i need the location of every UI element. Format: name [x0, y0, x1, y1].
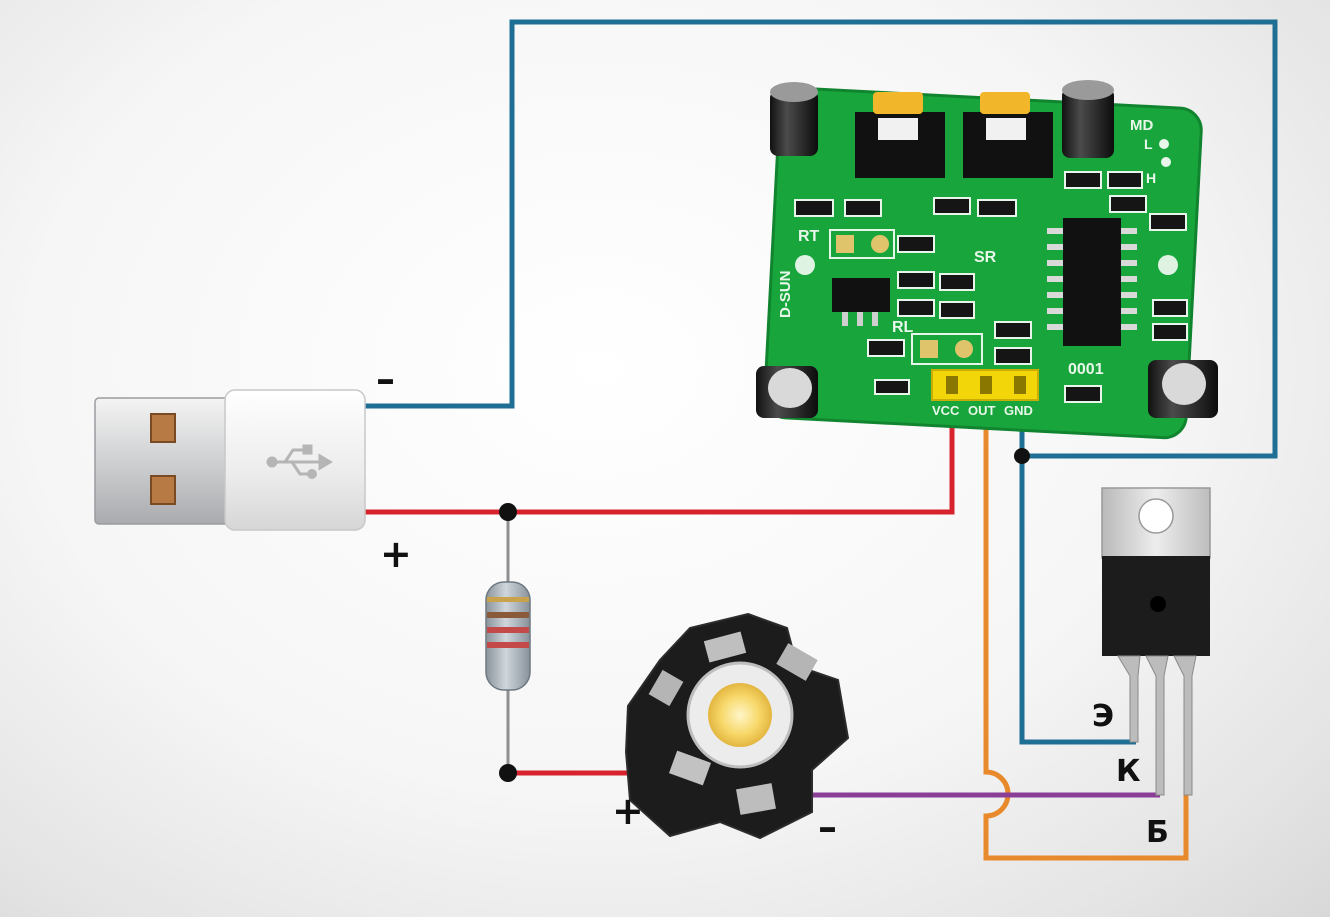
jumper-rl: [911, 333, 983, 365]
transistor-leg-collector: [1145, 655, 1169, 796]
mount-hole: [795, 255, 815, 275]
collector-label: К: [1116, 754, 1141, 789]
led-pad: [703, 631, 747, 663]
wire-out-to-base: [983, 395, 1189, 861]
silk-vcc: VCC: [932, 403, 960, 418]
transistor-leg-base: [1173, 655, 1197, 796]
ic-chip: [1047, 218, 1137, 346]
resistor: [485, 581, 531, 691]
resistor-band: [487, 597, 529, 602]
led-emitter: [708, 683, 772, 747]
md-pad: [1159, 139, 1169, 149]
silk-l: L: [1144, 136, 1153, 152]
silk-h: H: [1146, 170, 1157, 186]
usb-plug: [94, 389, 366, 531]
led-pad: [776, 643, 818, 681]
led-plus-label: +: [612, 789, 644, 833]
transistor-tab-hole: [1138, 498, 1174, 534]
voltage-regulator: [832, 278, 890, 326]
wire-gnd-to-emitter: [1019, 395, 1136, 745]
led-pad: [648, 669, 684, 707]
capacitor: [770, 82, 818, 156]
wires: [362, 19, 1278, 861]
silk-out: OUT: [968, 403, 996, 418]
usb-plus-label: +: [380, 532, 412, 576]
led-minus-label: –: [818, 805, 837, 849]
transistor-dot: [1150, 596, 1166, 612]
wire-usb-ground: [362, 19, 1278, 459]
transistor-leg-emitter: [1117, 655, 1141, 743]
resistor-band: [487, 642, 529, 648]
usb-plastic-body: [224, 389, 366, 531]
junction-dot-power: [499, 503, 517, 521]
pir-sensor-board: [756, 80, 1218, 440]
emitter-label: Э: [1092, 699, 1115, 734]
capacitor: [756, 366, 818, 418]
md-pad: [1161, 157, 1171, 167]
resistor-band: [487, 627, 529, 633]
led-pad: [736, 783, 776, 815]
pin-header: [931, 369, 1039, 401]
junction-dot-ground: [1014, 448, 1030, 464]
usb-contact-bottom: [150, 475, 176, 505]
silk-rt: RT: [798, 228, 820, 245]
silk-d-sun: D-SUN: [777, 270, 794, 319]
silk-md: MD: [1130, 117, 1154, 134]
smd-components: [794, 171, 1188, 403]
silk-sr: SR: [974, 249, 997, 266]
mount-hole: [1158, 255, 1178, 275]
transistor: [1101, 487, 1211, 796]
base-label: Б: [1146, 815, 1169, 850]
usb-contact-top: [150, 413, 176, 443]
potentiometer-right: [963, 92, 1053, 178]
jumper-rt: [829, 229, 895, 259]
wire-usb-power: [362, 395, 955, 515]
junction-dot-resistor-led: [499, 764, 517, 782]
resistor-band: [487, 612, 529, 618]
led-pad: [668, 750, 712, 786]
power-led-star: [624, 612, 850, 840]
capacitor: [1062, 80, 1114, 158]
capacitor: [1148, 360, 1218, 418]
silk-rl: RL: [892, 319, 914, 336]
potentiometer-left: [855, 92, 945, 178]
usb-trident-icon: [266, 444, 333, 479]
silk-code: 0001: [1068, 361, 1104, 378]
silk-gnd: GND: [1004, 403, 1033, 418]
usb-minus-label: –: [376, 357, 395, 401]
